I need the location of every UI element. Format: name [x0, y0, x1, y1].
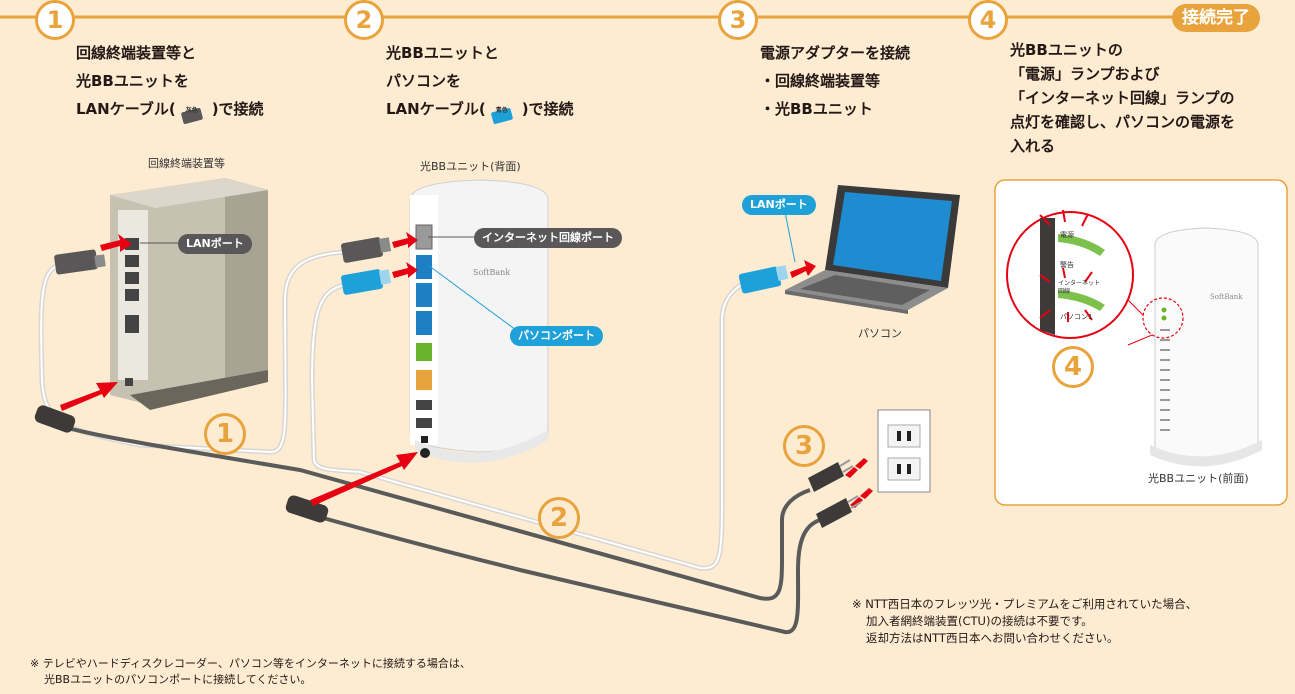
callout-internet-port: インターネット回線ポート	[474, 228, 622, 248]
lamp-highlight-ring	[1142, 297, 1184, 339]
lamp-warning-label: 警告	[1060, 261, 1074, 269]
callout-line-pclan	[784, 211, 796, 263]
step-1-heading: 回線終端装置等と 光BBユニットを LANケーブル(灰色)で接続	[76, 40, 264, 125]
marker-step-3: 3	[783, 425, 825, 467]
lamp-power-label: 電源	[1060, 231, 1074, 239]
arrow-unit-power	[310, 452, 418, 506]
step-4-number: 4	[968, 0, 1008, 40]
arrow-outlet-1	[845, 458, 868, 478]
power-cable-ont	[38, 416, 811, 601]
power-adapter-unit	[285, 495, 329, 523]
callout-lan-port: LANポート	[178, 234, 252, 254]
unit-front-label: 光BBユニット(前面)	[1148, 472, 1249, 485]
gray-plug-ont	[54, 249, 106, 275]
callout-pc-lan-port: LANポート	[742, 195, 816, 215]
step-2-heading: 光BBユニットと パソコンを LANケーブル(青色)で接続	[386, 40, 574, 125]
arrow-outlet-2	[850, 488, 873, 508]
wall-outlet	[877, 409, 931, 493]
note-bottom: ※ テレビやハードディスクレコーダー、パソコン等をインターネットに接続する場合は…	[30, 657, 471, 686]
blue-plug-pc	[738, 265, 789, 294]
done-badge: 接続完了	[1172, 4, 1260, 32]
note-ntt: ※ NTT西日本のフレッツ光・プレミアムをご利用されていた場合、 加入者網終端装…	[852, 597, 1198, 645]
step-2-number: 2	[344, 0, 384, 40]
ont-label: 回線終端装置等	[148, 157, 225, 170]
lamp-pc1-label: パソコン1	[1060, 313, 1093, 321]
lamp-internet-label: インターネット回線	[1058, 280, 1101, 295]
zoom-line-2	[1127, 334, 1153, 346]
laptop-device	[785, 185, 960, 314]
step-3-heading: 電源アダプターを接続 ・回線終端装置等 ・光BBユニット	[760, 44, 911, 118]
arrow-unit-pc	[392, 262, 418, 278]
arrow-pc-lan	[790, 260, 816, 278]
ont-device	[110, 178, 268, 410]
callout-line-pcport	[427, 264, 521, 334]
arrow-ont-lan	[100, 234, 132, 252]
brand-logo-back: SoftBank	[473, 268, 511, 277]
power-adapter-ont	[34, 405, 76, 433]
pc-label: パソコン	[858, 327, 902, 340]
lamp-zoom-circle	[1006, 209, 1134, 339]
callout-pc-port: パソコンポート	[510, 326, 603, 346]
bbunit-front-device	[1150, 227, 1262, 467]
step-3-number: 3	[718, 0, 758, 40]
arrow-ont-power	[60, 382, 118, 411]
brand-logo-front: SoftBank	[1210, 293, 1243, 301]
marker-step-2: 2	[538, 497, 580, 539]
marker-step-1: 1	[204, 413, 246, 455]
bbunit-back-device	[409, 179, 549, 463]
unit-back-label: 光BBユニット(背面)	[420, 160, 521, 173]
blue-plug-unit	[341, 269, 392, 295]
power-plug-2	[816, 495, 862, 528]
marker-step-4: 4	[1052, 346, 1094, 388]
power-plug-1	[808, 459, 854, 492]
zoom-line-1	[1127, 299, 1144, 316]
power-cable-unit	[294, 508, 821, 635]
gray-plug-unit	[341, 237, 392, 263]
step-1-number: 1	[35, 0, 75, 40]
arrow-unit-internet	[392, 232, 418, 248]
step-4-heading: 光BBユニットの 「電源」ランプおよび 「インターネット回線」ランプの 点灯を確…	[1010, 41, 1236, 155]
